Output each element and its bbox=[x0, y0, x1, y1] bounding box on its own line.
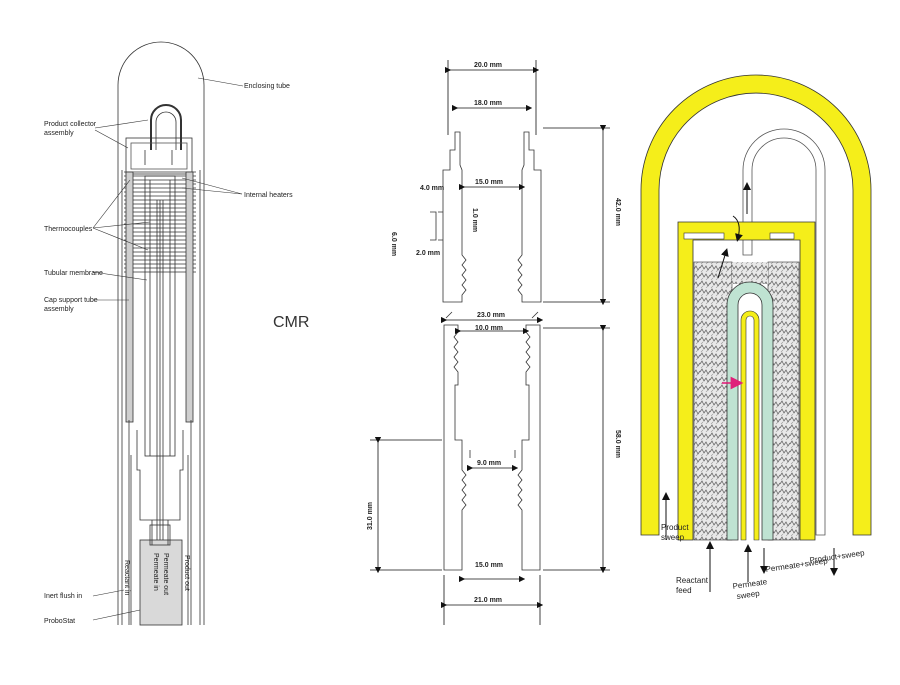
dim-42mm: 42.0 mm bbox=[614, 198, 621, 226]
dim-23mm: 23.0 mm bbox=[477, 312, 505, 319]
dim-2mm: 2.0 mm bbox=[416, 250, 440, 257]
catalyst-bed-left bbox=[693, 261, 733, 541]
dim-18mm: 18.0 mm bbox=[474, 100, 502, 107]
label-reactant-feed-2: feed bbox=[676, 586, 692, 595]
permeate-inner-tube bbox=[740, 310, 760, 541]
cmr-title: CMR bbox=[273, 314, 309, 331]
dim-4mm: 4.0 mm bbox=[420, 185, 444, 192]
label-product-sweep-2: sweep bbox=[661, 533, 685, 542]
flow-schematic bbox=[640, 74, 872, 541]
label-permeate-sweep: Permeate bbox=[732, 577, 768, 591]
dim-21mm: 21.0 mm bbox=[474, 597, 502, 604]
label-enclosing-tube: Enclosing tube bbox=[244, 83, 290, 90]
tubular-membrane bbox=[726, 281, 774, 541]
probostat-base bbox=[139, 539, 183, 626]
label-product-collector-2: assembly bbox=[44, 130, 74, 137]
label-permeate-out: Permeate out bbox=[162, 553, 169, 595]
label-thermocouples: Thermocouples bbox=[44, 226, 93, 233]
dim-6mm: 6.0 mm bbox=[390, 232, 397, 256]
label-cap-support-2: assembly bbox=[44, 306, 74, 313]
label-permeate-sweep-2: sweep bbox=[736, 589, 761, 601]
flow-arrows bbox=[662, 182, 838, 592]
dim-1mm: 1.0 mm bbox=[471, 208, 478, 232]
dim-15mm-top: 15.0 mm bbox=[475, 179, 503, 186]
label-product-collector: Product collector bbox=[44, 121, 97, 128]
label-product-plus-sweep: Product+sweep bbox=[809, 548, 866, 565]
label-probostat: ProboStat bbox=[44, 618, 75, 625]
outer-yellow-tube bbox=[640, 74, 872, 536]
label-reactant-feed: Reactant bbox=[676, 576, 709, 585]
assembly-drawing bbox=[117, 41, 205, 626]
label-internal-heaters: Internal heaters bbox=[244, 192, 293, 199]
cap-support-tube bbox=[677, 221, 816, 541]
label-inert-flush: Inert flush in bbox=[44, 593, 82, 600]
label-permeate-in: Permeate in bbox=[152, 553, 159, 591]
label-tubular-membrane: Tubular membrane bbox=[44, 270, 103, 277]
dim-20mm: 20.0 mm bbox=[474, 62, 502, 69]
label-cap-support: Cap support tube bbox=[44, 297, 98, 304]
label-product-out: Product out bbox=[183, 555, 190, 591]
dim-9mm: 9.0 mm bbox=[477, 460, 501, 467]
label-reactant-in: Reactant in bbox=[123, 560, 130, 596]
dim-58mm: 58.0 mm bbox=[614, 430, 621, 458]
dim-31mm: 31.0 mm bbox=[367, 502, 374, 530]
dim-15mm-bottom: 15.0 mm bbox=[475, 562, 503, 569]
collector-u-tube bbox=[742, 128, 826, 536]
enclosing-tube bbox=[117, 41, 205, 625]
assembly-labels bbox=[92, 77, 244, 621]
dimension-lines bbox=[370, 60, 610, 625]
label-product-sweep: Product bbox=[661, 523, 689, 532]
bottom-part bbox=[443, 311, 541, 571]
dim-10mm: 10.0 mm bbox=[475, 325, 503, 332]
top-part bbox=[430, 131, 542, 303]
